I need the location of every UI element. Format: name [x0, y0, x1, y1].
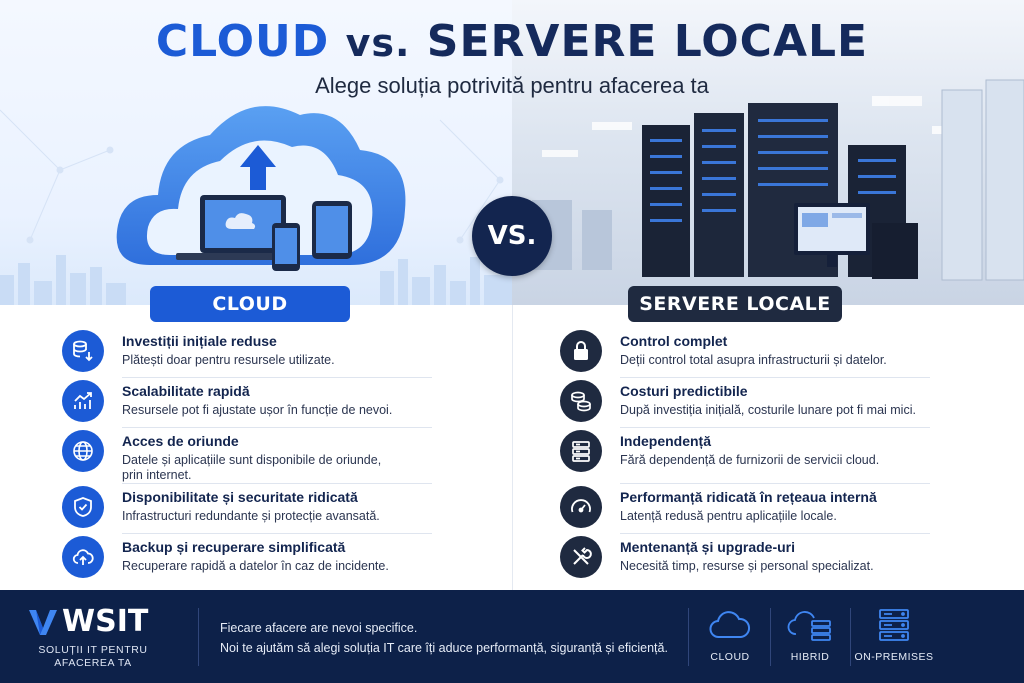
feature-title: Investiții inițiale reduse: [122, 333, 277, 349]
column-divider: [512, 305, 513, 590]
brand-logo: WSIT SOLUȚII IT PENTRU AFACEREA TA: [28, 604, 178, 670]
feature-title: Acces de oriunde: [122, 433, 239, 449]
feature-desc: Infrastructuri redundante și protecție a…: [122, 509, 380, 523]
option-on-premises: ON-PREMISES: [852, 606, 936, 663]
feature-desc: Recuperare rapidă a datelor în caz de in…: [122, 559, 389, 573]
brand-tagline: SOLUȚII IT PENTRU AFACEREA TA: [38, 644, 148, 669]
title-servers: SERVERE LOCALE: [426, 16, 869, 67]
title-cloud: CLOUD: [155, 16, 330, 67]
globe-icon: [62, 430, 104, 472]
feature-title: Mentenanță și upgrade-uri: [620, 539, 796, 555]
feature-desc: Plătești doar pentru resursele utilizate…: [122, 353, 335, 367]
brand-name: WSIT: [62, 604, 149, 639]
footer-message: Fiecare afacere are nevoi specifice. Noi…: [220, 618, 690, 658]
list-item: Scalabilitate rapidă Resursele pot fi aj…: [62, 378, 432, 428]
cloud-label: CLOUD: [150, 286, 350, 322]
feature-desc: Deții control total asupra infrastructur…: [620, 353, 887, 367]
growth-chart-icon: [62, 380, 104, 422]
page-title: CLOUD vs. SERVERE LOCALE: [0, 14, 1024, 71]
feature-desc: Resursele pot fi ajustate ușor în funcți…: [122, 403, 393, 417]
feature-title: Backup și recuperare simplificată: [122, 539, 346, 555]
feature-title: Independență: [620, 433, 712, 449]
list-item: Performanță ridicată în rețeaua internă …: [560, 484, 930, 534]
lock-icon: [560, 330, 602, 372]
hybrid-cloud-server-icon: [770, 606, 850, 644]
feature-desc: Latență redusă pentru aplicațiile locale…: [620, 509, 837, 523]
database-down-icon: [62, 330, 104, 372]
list-item: Mentenanță și upgrade-uri Necesită timp,…: [560, 534, 930, 584]
list-item: Investiții inițiale reduse Plătești doar…: [62, 328, 432, 378]
coins-icon: [560, 380, 602, 422]
cloud-devices-illustration: [116, 106, 406, 271]
network-lines-decoration: [0, 109, 504, 244]
feature-title: Performanță ridicată în rețeaua internă: [620, 489, 877, 505]
tools-icon: [560, 536, 602, 578]
speedometer-icon: [560, 486, 602, 528]
feature-desc: După investiția inițială, costurile luna…: [620, 403, 916, 417]
option-label: HIBRID: [790, 651, 830, 663]
wsit-logo-icon: [29, 610, 57, 635]
list-item: Control complet Deții control total asup…: [560, 328, 930, 378]
servers-label: SERVERE LOCALE: [628, 286, 842, 322]
option-label: CLOUD: [710, 651, 750, 663]
page-subtitle: Alege soluția potrivită pentru afacerea …: [315, 73, 709, 98]
list-item: Costuri predictibile După investiția ini…: [560, 378, 930, 428]
cloud-hero-panel: [0, 0, 512, 305]
cloud-icon: [690, 606, 770, 644]
title-vs: vs.: [345, 21, 411, 65]
option-hybrid: HIBRID: [770, 606, 850, 663]
cloud-backup-icon: [62, 536, 104, 578]
feature-desc: Necesită timp, resurse și personal speci…: [620, 559, 874, 573]
feature-title: Costuri predictibile: [620, 383, 748, 399]
footer-line-2: Noi te ajutăm să alegi soluția IT care î…: [220, 641, 668, 655]
servers-features-list: Control complet Deții control total asup…: [560, 328, 930, 584]
server-stack-icon: [852, 606, 936, 644]
city-skyline-illustration: [0, 255, 512, 305]
feature-title: Disponibilitate și securitate ridicată: [122, 489, 358, 505]
shield-check-icon: [62, 486, 104, 528]
footer-line-1: Fiecare afacere are nevoi specifice.: [220, 621, 418, 635]
option-label: ON-PREMISES: [854, 651, 934, 663]
list-item: Independență Fără dependență de furnizor…: [560, 428, 930, 484]
list-item: Disponibilitate și securitate ridicată I…: [62, 484, 432, 534]
footer: WSIT SOLUȚII IT PENTRU AFACEREA TA Fieca…: [0, 590, 1024, 683]
feature-title: Scalabilitate rapidă: [122, 383, 250, 399]
list-item: Backup și recuperare simplificată Recupe…: [62, 534, 432, 584]
cloud-features-list: Investiții inițiale reduse Plătești doar…: [62, 328, 432, 584]
header: CLOUD vs. SERVERE LOCALE Alege soluția p…: [0, 0, 1024, 105]
list-item: Acces de oriunde Datele și aplicațiile s…: [62, 428, 432, 484]
servers-hero-panel: [512, 0, 1024, 305]
feature-title: Control complet: [620, 333, 728, 349]
feature-desc: Datele și aplicațiile sunt disponibile d…: [122, 453, 382, 482]
server-rack-icon: [560, 430, 602, 472]
feature-desc: Fără dependență de furnizorii de servici…: [620, 453, 880, 467]
vs-badge: VS.: [472, 196, 552, 276]
server-racks-illustration: [642, 103, 918, 279]
option-cloud: CLOUD: [690, 606, 770, 663]
